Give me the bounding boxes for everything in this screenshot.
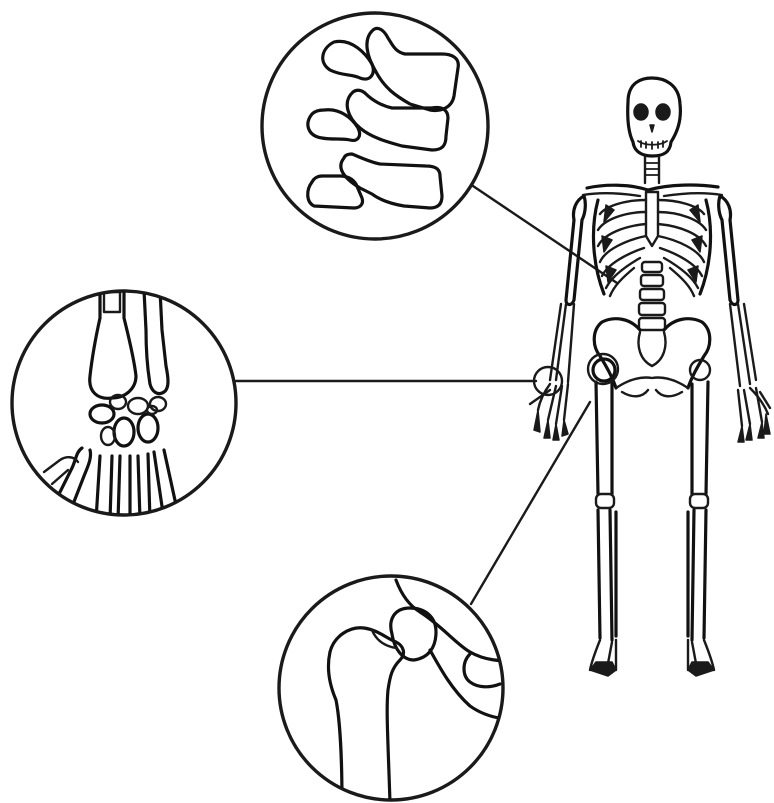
left-arm (530, 196, 585, 440)
hip-callout (279, 576, 520, 803)
vertebrae-callout (262, 13, 488, 239)
skeleton-figure (530, 78, 770, 676)
right-leg (688, 360, 714, 676)
skull-icon (628, 78, 681, 156)
left-leg (590, 359, 616, 676)
leader-line-hip (471, 402, 590, 604)
rib-cage (593, 200, 710, 296)
wrist-callout (12, 290, 236, 520)
lumbar-spine (639, 262, 665, 330)
right-arm (719, 196, 770, 442)
